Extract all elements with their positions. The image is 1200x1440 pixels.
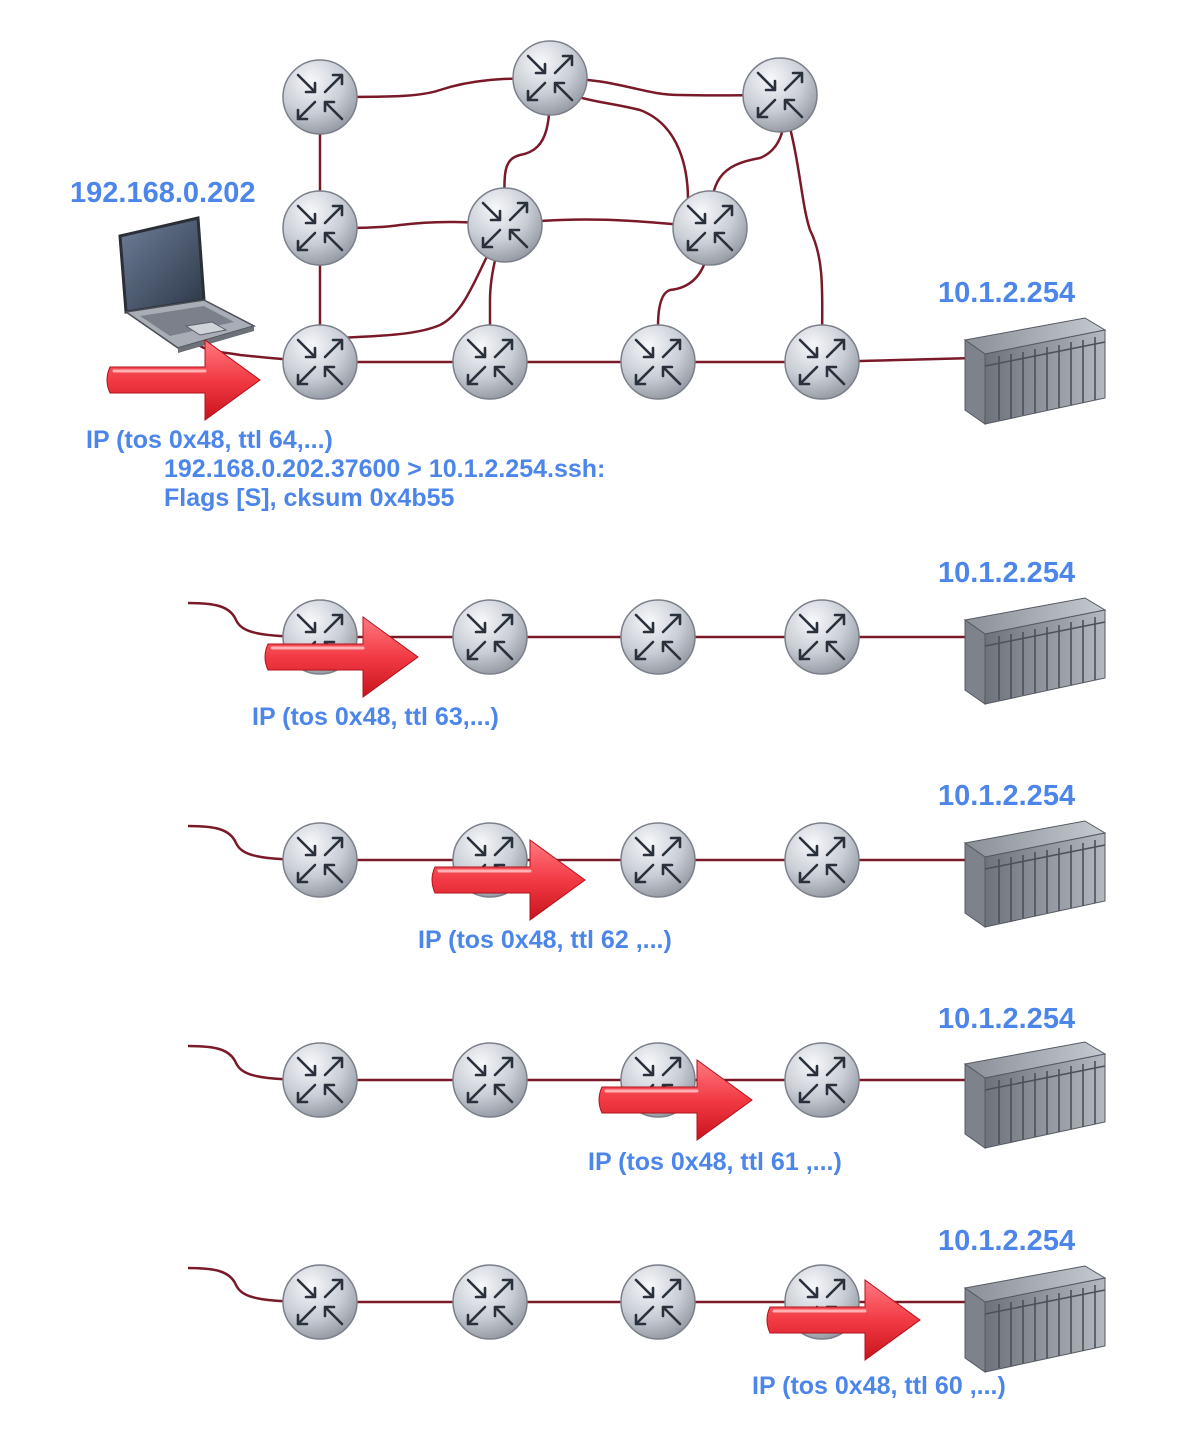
packet-header-line-1: IP (tos 0x48, ttl 62 ,...) [418,926,672,954]
router-icon [619,323,697,401]
packet-header-line-1: IP (tos 0x48, ttl 60 ,...) [752,1372,1006,1400]
packet-header-line-3: Flags [S], cksum 0x4b55 [164,484,455,512]
router-icon [741,56,819,134]
router-icon [281,1041,359,1119]
router-mesh-1 [281,58,359,136]
server-icon [964,597,1106,705]
router-hop-3 [619,323,697,401]
server-icon [964,820,1106,928]
router-hop-4 [783,323,861,401]
stage-3: 10.1.2.254 IP (tos 0x48, ttl 62 ,...) [187,780,1106,954]
router-icon [511,39,589,117]
router-hop-1 [281,323,359,401]
router-icon [281,821,359,899]
router-icon [619,821,697,899]
router-icon [783,1041,861,1119]
router-mesh-2 [511,39,589,117]
router-icon [281,189,359,267]
router-icon [281,1263,359,1341]
destination-ip-label: 10.1.2.254 [938,277,1075,309]
destination-ip-label: 10.1.2.254 [938,780,1075,812]
router-icon [281,58,359,136]
router-icon [783,598,861,676]
router-mesh-5 [466,186,544,264]
destination-ip-label: 10.1.2.254 [938,557,1075,589]
router-mesh-4 [281,189,359,267]
router-icon [671,189,749,267]
source-ip-label: 192.168.0.202 [70,177,255,209]
router-icon [451,1041,529,1119]
router-mesh-3 [741,56,819,134]
packet-arrow [105,338,262,422]
server-icon [964,317,1106,425]
stage-2: 10.1.2.254 IP (tos 0x48, ttl 63,...) [187,557,1106,731]
stage-4: 10.1.2.254 IP (tos 0x48, ttl 61 ,...) [187,1003,1106,1176]
router-icon [783,323,861,401]
router-hop-2 [451,323,529,401]
laptop-icon [118,216,257,353]
destination-ip-label: 10.1.2.254 [938,1225,1075,1257]
router-icon [619,598,697,676]
packet-header-line-2: 192.168.0.202.37600 > 10.1.2.254.ssh: [164,455,605,483]
router-icon [466,186,544,264]
router-icon [451,1263,529,1341]
router-mesh-6 [671,189,749,267]
packet-header-line-1: IP (tos 0x48, ttl 64,...) [86,426,333,454]
stage-5: 10.1.2.254 IP (tos 0x48, ttl 60 ,...) [187,1225,1106,1400]
stage-1: 192.168.0.202 10.1.2.254 IP (tos 0x48, t… [70,39,1106,512]
server-icon [964,1041,1106,1149]
router-icon [451,323,529,401]
router-icon [783,821,861,899]
router-icon [451,598,529,676]
destination-ip-label: 10.1.2.254 [938,1003,1075,1035]
packet-header-line-1: IP (tos 0x48, ttl 61 ,...) [588,1148,842,1176]
packet-header-line-1: IP (tos 0x48, ttl 63,...) [252,703,499,731]
server-icon [964,1265,1106,1373]
router-icon [281,323,359,401]
router-icon [619,1263,697,1341]
